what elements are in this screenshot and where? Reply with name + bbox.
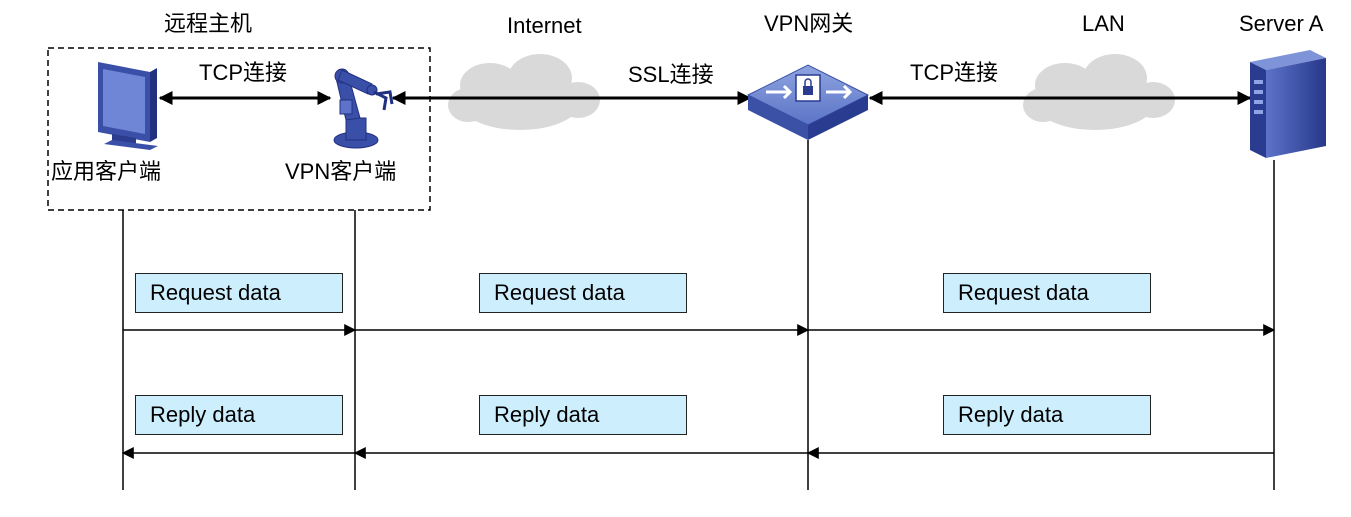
remote-host-frame bbox=[47, 47, 431, 211]
reply-data-box-3: Reply data bbox=[943, 395, 1151, 435]
tcp-link-left-label: TCP连接 bbox=[199, 60, 288, 85]
server-tower-icon bbox=[1250, 50, 1326, 158]
vpn-gateway-icon bbox=[746, 64, 870, 140]
tcp-link-right-label: TCP连接 bbox=[910, 60, 999, 85]
vpn-gateway-label: VPN网关 bbox=[764, 11, 854, 36]
request-data-box-3: Request data bbox=[943, 273, 1151, 313]
server-a-label: Server A bbox=[1239, 11, 1324, 36]
monitor-icon bbox=[98, 62, 158, 150]
remote-host-label: 远程主机 bbox=[164, 11, 253, 36]
robot-arm-icon bbox=[333, 68, 394, 149]
app-client-label: 应用客户端 bbox=[51, 159, 162, 184]
request-data-box-2: Request data bbox=[479, 273, 687, 313]
lan-cloud bbox=[1023, 54, 1175, 130]
reply-data-box-1: Reply data bbox=[135, 395, 343, 435]
internet-label: Internet bbox=[507, 13, 582, 38]
request-data-box-1: Request data bbox=[135, 273, 343, 313]
reply-data-box-2: Reply data bbox=[479, 395, 687, 435]
vpn-client-label: VPN客户端 bbox=[285, 159, 397, 184]
internet-cloud bbox=[448, 54, 600, 130]
ssl-link-label: SSL连接 bbox=[628, 62, 714, 87]
lan-label: LAN bbox=[1082, 11, 1125, 36]
